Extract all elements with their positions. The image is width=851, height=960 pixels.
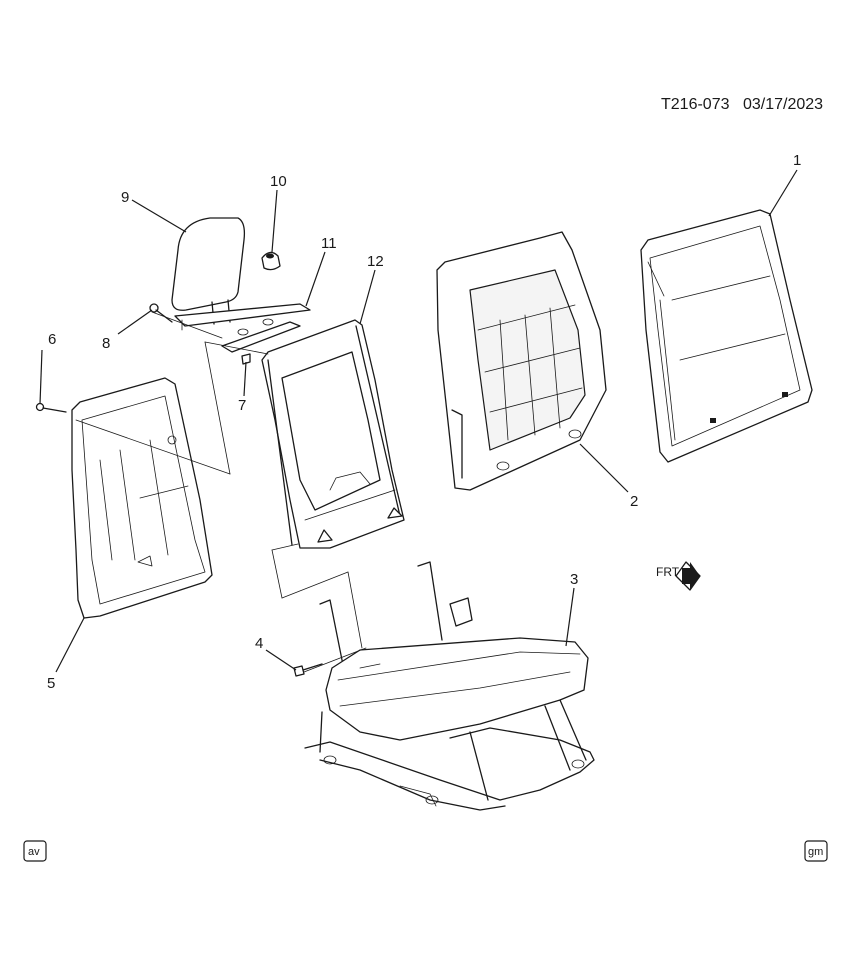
part-4-bolt xyxy=(293,663,323,677)
callout-8: 8 xyxy=(102,335,110,352)
callout-1: 1 xyxy=(793,152,801,169)
part-7-clip xyxy=(241,353,251,365)
part-10-guide-sleeve xyxy=(261,251,281,271)
drawing-id: T216-073 xyxy=(661,96,730,113)
front-indicator: FRT xyxy=(656,561,701,591)
part-5-rear-panel xyxy=(71,377,213,619)
part-1-seatback-cover xyxy=(640,209,813,463)
part-2-seatback-pad xyxy=(436,231,607,491)
callout-9: 9 xyxy=(121,189,129,206)
part-6-screw xyxy=(35,402,67,413)
callout-2: 2 xyxy=(630,493,638,510)
callout-3: 3 xyxy=(570,571,578,588)
callout-5: 5 xyxy=(47,675,55,692)
badge-av-label: av xyxy=(28,846,40,858)
callout-11: 11 xyxy=(321,235,337,252)
part-8-bolt xyxy=(149,303,173,323)
badge-av: av xyxy=(23,840,47,862)
part-9-headrest xyxy=(171,217,246,325)
callout-4: 4 xyxy=(255,635,263,652)
badge-gm: gm xyxy=(804,840,828,862)
part-11-guide-bracket xyxy=(174,303,311,353)
callout-6: 6 xyxy=(48,331,56,348)
callout-10: 10 xyxy=(270,173,287,190)
callout-7: 7 xyxy=(238,397,246,414)
badge-gm-label: gm xyxy=(808,846,823,858)
callout-12: 12 xyxy=(367,253,384,270)
part-12-seatback-frame xyxy=(261,319,405,549)
leader-lines xyxy=(39,169,798,673)
callout-labels: 1 2 3 4 5 6 7 8 9 10 11 12 xyxy=(47,152,801,692)
front-indicator-label: FRT xyxy=(656,565,680,579)
assembly-lines xyxy=(75,311,367,673)
drawing-date: 03/17/2023 xyxy=(743,96,823,113)
part-3-seat-cushion xyxy=(304,561,595,811)
